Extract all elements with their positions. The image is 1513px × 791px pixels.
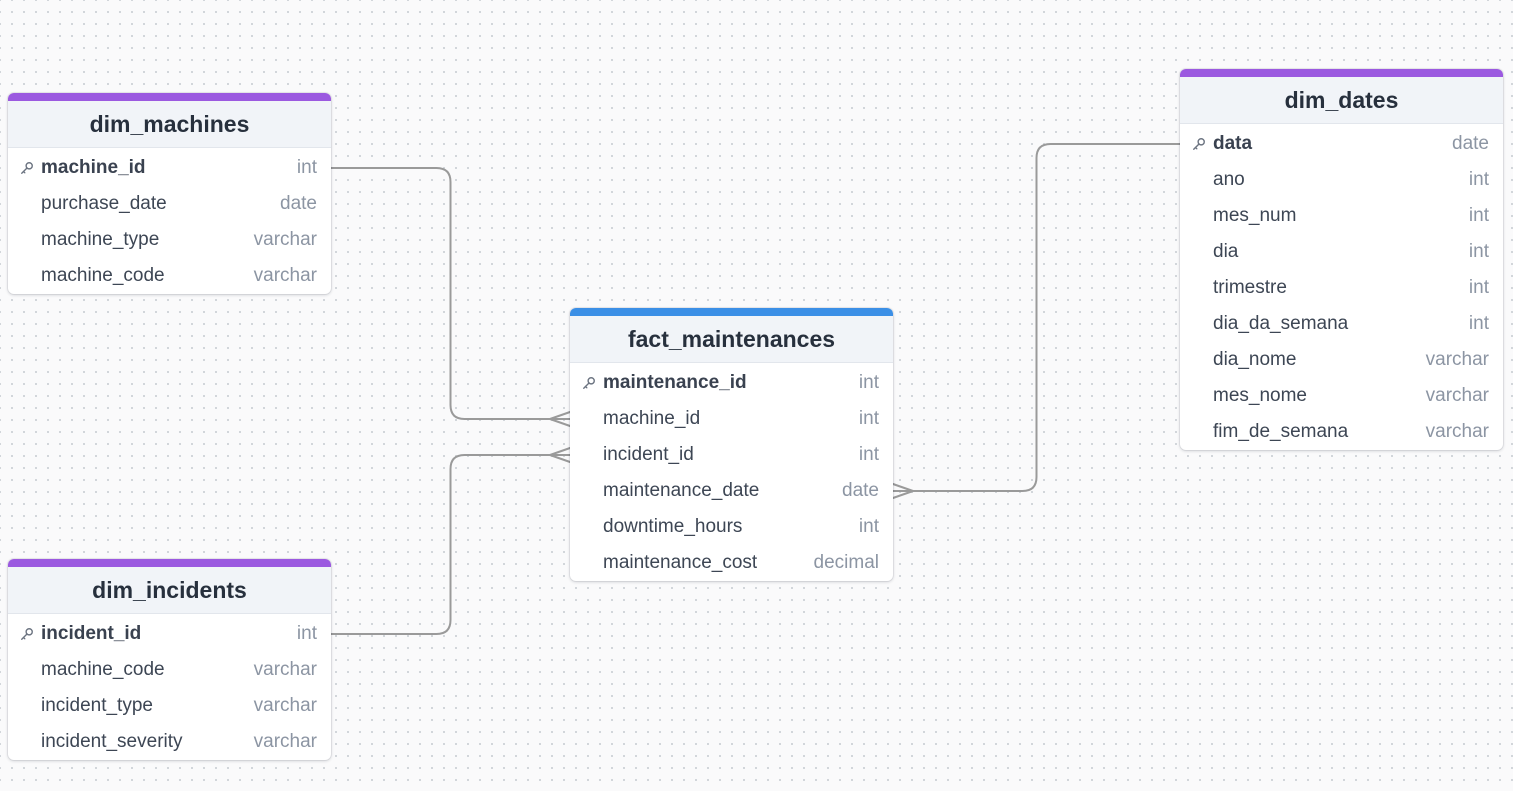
column-name: ano: [1213, 169, 1245, 190]
table-dim-machines[interactable]: dim_machines machine_id int purchase_date d…: [8, 93, 331, 294]
column-row-mes-nome[interactable]: mes_nome varchar: [1180, 378, 1503, 414]
column-type: int: [1468, 241, 1489, 262]
column-type: varchar: [1425, 385, 1489, 406]
column-name: incident_type: [41, 695, 153, 716]
column-name: purchase_date: [41, 193, 167, 214]
table-title[interactable]: dim_machines: [8, 101, 331, 148]
column-type: date: [1452, 133, 1489, 154]
column-row-dia-nome[interactable]: dia_nome varchar: [1180, 342, 1503, 378]
column-type: varchar: [1425, 421, 1489, 442]
column-name: incident_id: [603, 444, 694, 465]
column-name: data: [1213, 133, 1253, 154]
table-accent-bar: [8, 559, 331, 567]
column-name: mes_nome: [1213, 385, 1307, 406]
column-row-maintenance-date[interactable]: maintenance_date date: [570, 473, 893, 509]
column-row-maintenance-id[interactable]: maintenance_id int: [570, 365, 893, 401]
column-type: int: [1468, 277, 1489, 298]
column-name: machine_id: [603, 408, 701, 429]
column-type: varchar: [253, 229, 317, 250]
column-type: decimal: [813, 552, 879, 573]
column-row-incident-severity[interactable]: incident_severity varchar: [8, 724, 331, 760]
column-type: varchar: [253, 265, 317, 286]
column-name: machine_type: [41, 229, 160, 250]
column-type: int: [1468, 205, 1489, 226]
column-name: dia: [1213, 241, 1239, 262]
column-row-trimestre[interactable]: trimestre int: [1180, 270, 1503, 306]
column-name: mes_num: [1213, 205, 1297, 226]
column-type: int: [858, 408, 879, 429]
key-icon: [20, 161, 41, 175]
crows-foot-many-marker: [892, 483, 914, 499]
key-icon: [1192, 137, 1213, 151]
column-row-mes-num[interactable]: mes_num int: [1180, 198, 1503, 234]
column-name: incident_severity: [41, 731, 183, 752]
column-name: maintenance_date: [603, 480, 760, 501]
column-name: machine_id: [41, 157, 146, 178]
table-accent-bar: [570, 308, 893, 316]
table-accent-bar: [8, 93, 331, 101]
column-row-incident-id[interactable]: incident_id int: [8, 616, 331, 652]
column-name: maintenance_cost: [603, 552, 758, 573]
column-row-ano[interactable]: ano int: [1180, 162, 1503, 198]
column-name: trimestre: [1213, 277, 1287, 298]
column-type: int: [296, 623, 317, 644]
table-dim-incidents[interactable]: dim_incidents incident_id int machine_code…: [8, 559, 331, 760]
column-type: int: [858, 516, 879, 537]
column-row-dia-da-semana[interactable]: dia_da_semana int: [1180, 306, 1503, 342]
relationship-line: [330, 167, 571, 420]
table-title[interactable]: fact_maintenances: [570, 316, 893, 363]
column-type: varchar: [253, 659, 317, 680]
column-row-dia[interactable]: dia int: [1180, 234, 1503, 270]
column-row-machine-code[interactable]: machine_code varchar: [8, 258, 331, 294]
key-icon: [20, 627, 41, 641]
column-name: machine_code: [41, 659, 165, 680]
column-type: varchar: [1425, 349, 1489, 370]
relationship-line: [892, 143, 1181, 492]
column-type: varchar: [253, 731, 317, 752]
column-type: int: [296, 157, 317, 178]
column-name: fim_de_semana: [1213, 421, 1349, 442]
column-type: int: [1468, 313, 1489, 334]
column-row-downtime-hours[interactable]: downtime_hours int: [570, 509, 893, 545]
column-type: date: [280, 193, 317, 214]
column-type: date: [842, 480, 879, 501]
column-row-data[interactable]: data date: [1180, 126, 1503, 162]
column-name: dia_da_semana: [1213, 313, 1349, 334]
table-accent-bar: [1180, 69, 1503, 77]
column-row-incident-type[interactable]: incident_type varchar: [8, 688, 331, 724]
column-list: machine_id int purchase_date date machine_ty…: [8, 148, 331, 294]
column-row-fim-de-semana[interactable]: fim_de_semana varchar: [1180, 414, 1503, 450]
column-row-machine-type[interactable]: machine_type varchar: [8, 222, 331, 258]
column-name: downtime_hours: [603, 516, 743, 537]
column-row-machine-id[interactable]: machine_id int: [8, 150, 331, 186]
column-name: incident_id: [41, 623, 142, 644]
column-type: int: [858, 372, 879, 393]
column-row-machine-id[interactable]: machine_id int: [570, 401, 893, 437]
key-icon: [582, 376, 603, 390]
column-type: int: [858, 444, 879, 465]
column-row-machine-code[interactable]: machine_code varchar: [8, 652, 331, 688]
column-name: dia_nome: [1213, 349, 1297, 370]
crows-foot-many-marker: [549, 447, 571, 463]
table-title[interactable]: dim_dates: [1180, 77, 1503, 124]
crows-foot-many-marker: [549, 411, 571, 427]
column-row-incident-id[interactable]: incident_id int: [570, 437, 893, 473]
column-row-maintenance-cost[interactable]: maintenance_cost decimal: [570, 545, 893, 581]
column-type: varchar: [253, 695, 317, 716]
table-title[interactable]: dim_incidents: [8, 567, 331, 614]
column-name: maintenance_id: [603, 372, 747, 393]
relationship-line: [330, 454, 571, 635]
column-name: machine_code: [41, 265, 165, 286]
column-type: int: [1468, 169, 1489, 190]
column-row-purchase-date[interactable]: purchase_date date: [8, 186, 331, 222]
